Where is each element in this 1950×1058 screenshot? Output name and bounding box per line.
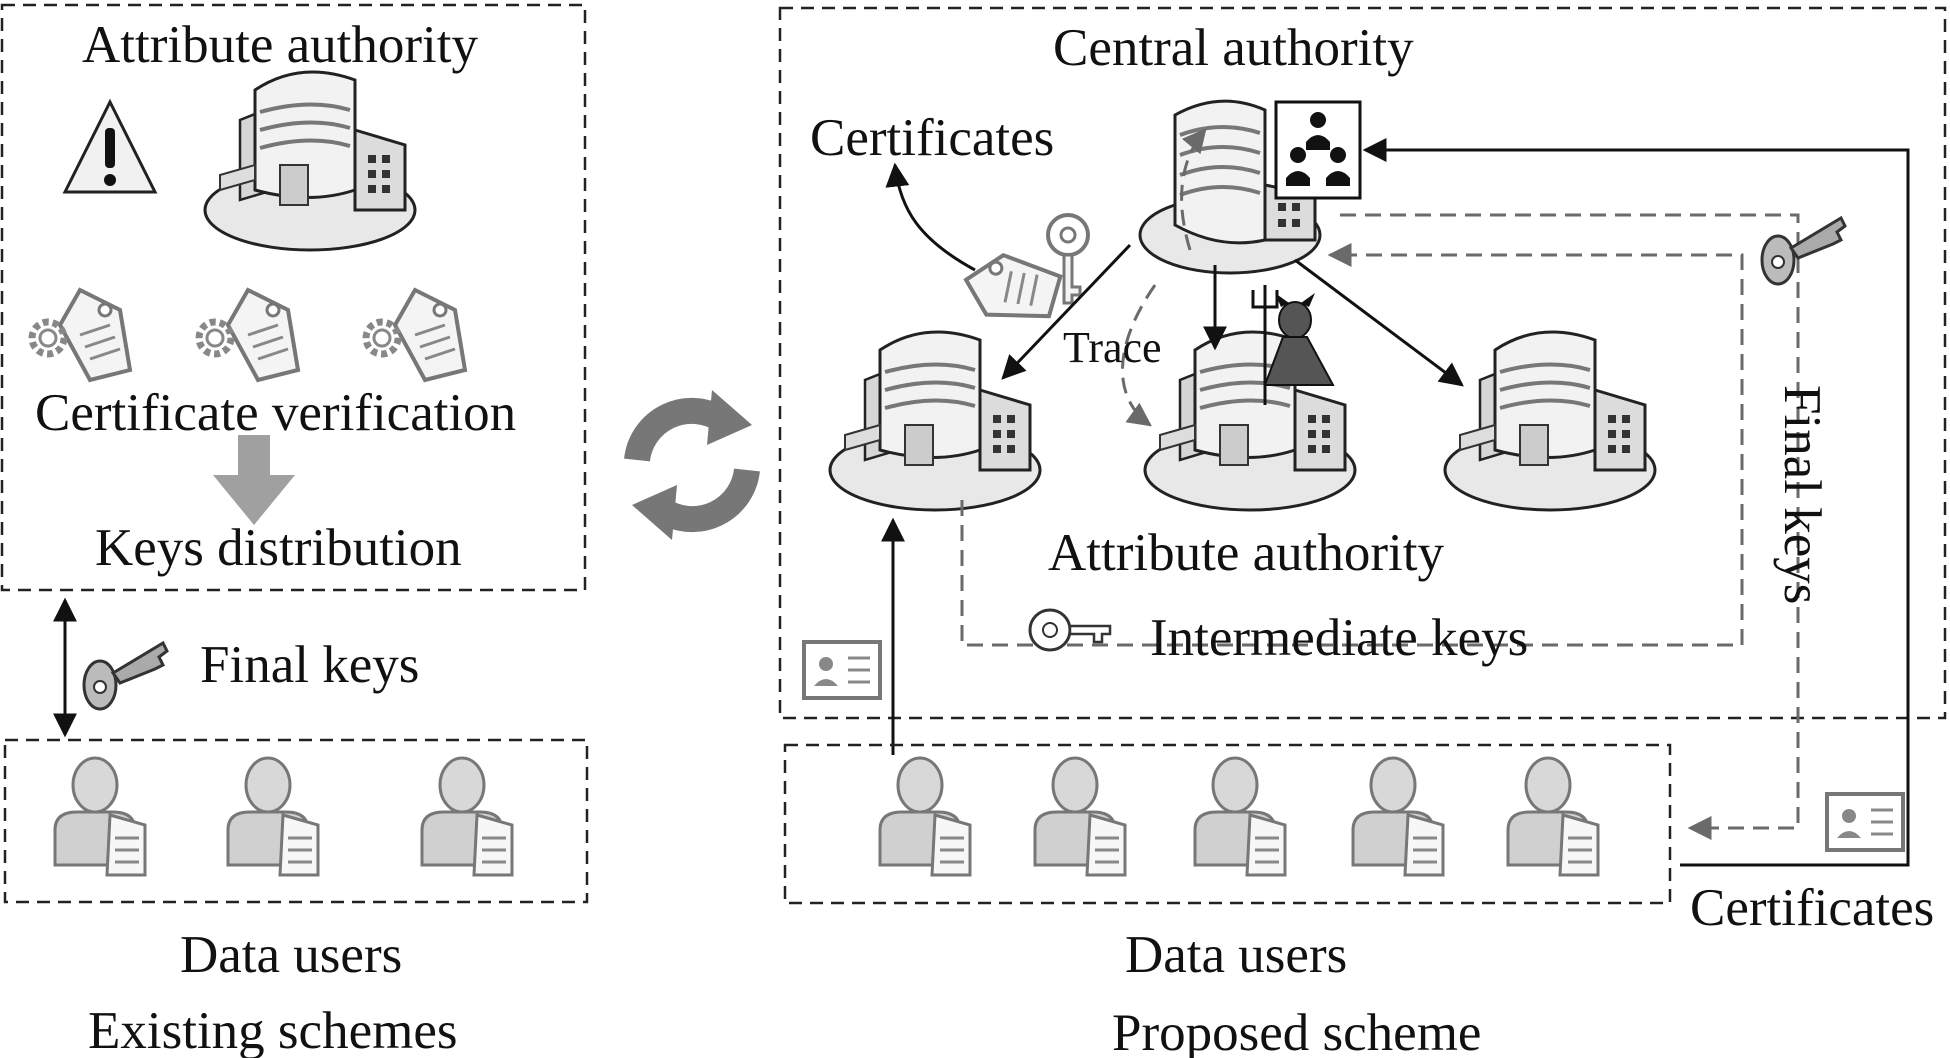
user-icon [1506,756,1600,877]
existing-schemes-caption: Existing schemes [88,1002,457,1058]
certificates-to-ca-path [1362,138,1910,867]
central-authority-label: Central authority [1053,19,1414,77]
proposed-data-users-box [783,743,1672,905]
final-keys-path [1340,213,1800,840]
trace-arrow [1121,284,1157,427]
existing-data-users-label: Data users [180,926,402,984]
trace-arrow-up [1180,128,1207,251]
certificate-tag-icon [58,288,132,382]
user-icon [878,756,972,877]
key-icon [82,641,169,711]
trace-label: Trace [1063,323,1162,372]
certificate-tag-icon [393,288,467,382]
user-icon [1033,756,1127,877]
proposed-data-users-label: Data users [1125,926,1347,984]
group-icon [1274,100,1362,200]
existing-final-keys-label: Final keys [200,636,419,694]
warning-icon [62,98,158,194]
certificate-tag-icon [226,288,300,382]
user-icon [1193,756,1287,877]
user-icon [1351,756,1445,877]
user-icon [226,756,320,877]
key-icon [1046,213,1090,305]
proposed-authority-box [778,6,1947,720]
intermediate-keys-path [960,243,1744,647]
existing-attribute-authority-label: Attribute authority [82,16,478,74]
id-card-icon [1825,792,1905,852]
key-icon [1760,216,1847,286]
gear-icon [366,322,398,354]
keys-distribution-label: Keys distribution [95,519,462,577]
attribute-authority-building-icon [828,330,1042,512]
existing-authority-box [0,3,587,592]
tag-to-certificates-arrow [885,162,976,272]
key-icon [1028,608,1112,652]
user-icon [53,756,147,877]
proposed-certificates-bottom-label: Certificates [1690,879,1934,937]
proposed-scheme-caption: Proposed scheme [1112,1004,1481,1058]
certificate-verification-label: Certificate verification [35,384,516,442]
proposed-attribute-authority-label: Attribute authority [1048,524,1444,582]
ca-to-aa3-arrow [1294,258,1464,387]
id-card-icon [802,640,882,700]
existing-authority-building-icon [203,70,417,252]
intermediate-keys-label: Intermediate keys [1150,609,1528,667]
proposed-certificates-top-label: Certificates [810,109,1054,167]
final-keys-vertical-label: Final keys [1773,385,1831,604]
gear-icon [199,322,231,354]
devil-icon [1251,285,1335,405]
attribute-authority-building-icon [1143,330,1357,512]
down-arrow-icon [213,435,295,525]
attribute-authority-building-icon [1443,330,1657,512]
ca-to-aa1-arrow [1001,243,1132,380]
existing-data-users-box [3,738,589,904]
sync-icon [624,390,760,540]
user-icon [420,756,514,877]
